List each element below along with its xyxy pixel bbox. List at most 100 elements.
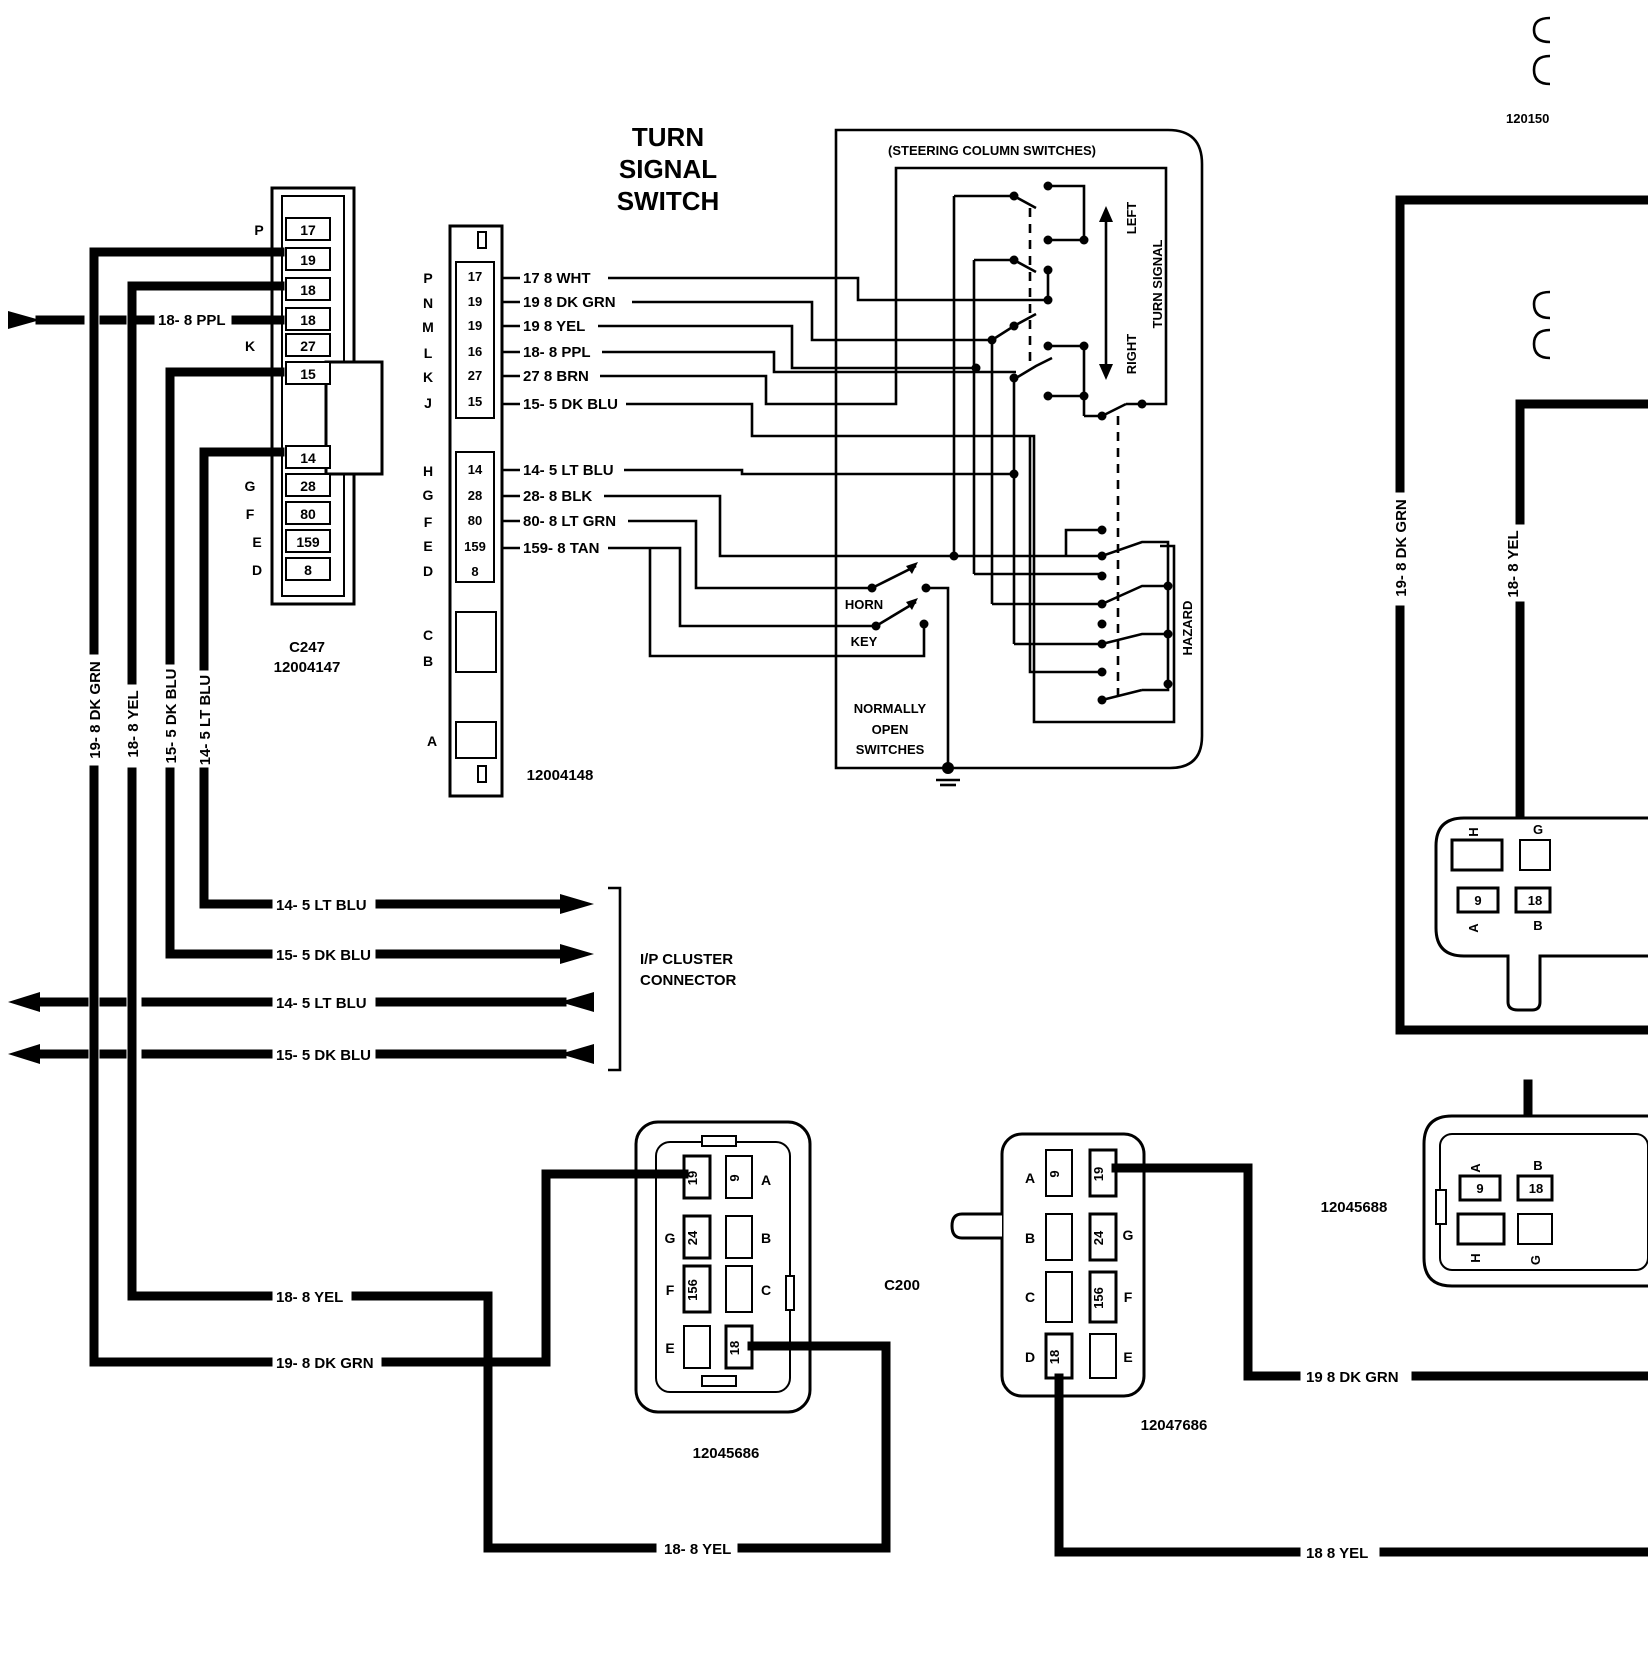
cluster-arrowhead <box>560 944 594 964</box>
contact-dot <box>1163 679 1173 689</box>
turn-direction-arrowhead <box>1099 206 1113 222</box>
switch-conn-letter: D <box>423 563 433 579</box>
c200-right-pin: 9 <box>1047 1170 1062 1177</box>
yel-bottom-label: 18- 8 YEL <box>664 1541 731 1558</box>
connector-c200-left: 19 9 24 156 18 A G B F C E 12045686 <box>634 1120 812 1462</box>
contact-dot <box>1079 391 1089 401</box>
diagram-title: TURN SIGNAL SWITCH <box>617 122 720 216</box>
c247-pin-label: 19 <box>300 252 316 268</box>
c200-left-letter: A <box>761 1172 771 1188</box>
right-edge-partial: 120150 19- 8 DK GRN 18- 8 YEL 9 18 H G A… <box>1321 16 1648 1288</box>
cluster-wire-label: 15- 5 DK BLU <box>276 1047 371 1064</box>
partial-connector-mark <box>1532 328 1551 360</box>
hazard-rail <box>1014 632 1168 646</box>
right-yel-label: 18- 8 YEL <box>1505 530 1522 597</box>
partial-connector-mark <box>1532 54 1551 86</box>
right-part-top: 120150 <box>1506 111 1549 126</box>
c200-right-letter: A <box>1025 1170 1035 1186</box>
c200-right-letter: D <box>1025 1349 1035 1365</box>
contact-dot <box>1079 235 1089 245</box>
c200-left-cavity <box>682 1214 712 1260</box>
c200-right-letter: E <box>1123 1349 1132 1365</box>
c200-left-key <box>701 1375 737 1387</box>
c247-pin-label: 18 <box>300 282 316 298</box>
c247-pin-label: 159 <box>296 534 320 550</box>
turn-contact-rail <box>1048 184 1086 242</box>
yel-wire <box>127 281 285 685</box>
switch-conn-letter: C <box>423 627 433 643</box>
wire-ltgrn <box>628 519 872 590</box>
dkgrn-left-label: 19- 8 DK GRN <box>276 1355 374 1372</box>
wire-label: 159- 8 TAN <box>523 540 599 557</box>
right-upper-letter: A <box>1466 923 1481 933</box>
right-lower-pin: 18 <box>1529 1181 1543 1196</box>
connector-c247: 17 19 18 18 27 15 14 28 80 159 8 P K G F… <box>245 186 384 676</box>
c200-left-letter: C <box>761 1282 771 1298</box>
switch-conn-lower-block <box>455 451 495 583</box>
c200-left-pin: 9 <box>727 1174 742 1181</box>
right-lower-cavity <box>1456 1212 1506 1246</box>
c247-cavity-9 <box>285 501 331 525</box>
turn-contact-arm <box>974 258 1037 274</box>
right-lower-letter: G <box>1528 1255 1543 1265</box>
switch-conn-letter: F <box>424 514 433 530</box>
wire-yel <box>598 324 976 370</box>
key-switch-arrow <box>906 598 918 610</box>
column-switch-box <box>834 128 1204 770</box>
hazard-label: HAZARD <box>1180 601 1195 656</box>
contact-dot <box>1097 411 1107 421</box>
wire-label: 27 8 BRN <box>523 368 589 385</box>
switch-conn-pin: 17 <box>468 269 482 284</box>
dkgrn-right-wire <box>1111 1163 1301 1381</box>
connector-c200-right: 9 19 24 156 18 A B G C F D E 12047686 <box>950 1132 1207 1434</box>
c200-right-body <box>1000 1132 1146 1398</box>
wire-ltblu <box>624 468 1014 476</box>
switch-conn-c-b-block <box>455 611 497 673</box>
normally-open-label: OPEN <box>872 722 909 737</box>
left-label: LEFT <box>1124 202 1139 235</box>
switch-conn-pin: 15 <box>468 394 482 409</box>
c247-latch <box>324 360 384 476</box>
c247-cavity-10 <box>285 529 331 553</box>
switch-conn-pin: 19 <box>468 318 482 333</box>
c200-label: C200 <box>884 1277 920 1294</box>
contact-dot <box>1137 399 1147 409</box>
contact-dot <box>987 335 997 345</box>
key-label: KEY <box>851 634 878 649</box>
turn-contact-arm <box>1015 356 1053 380</box>
switch-conn-letter: M <box>422 319 434 335</box>
cluster-label: I/P CLUSTER <box>640 951 733 968</box>
contact-dot <box>1163 629 1173 639</box>
c200-left-cavity <box>725 1215 753 1259</box>
cluster-arrowhead <box>560 1044 594 1064</box>
c247-pin-label: 28 <box>300 478 316 494</box>
yel-right-wire <box>1054 1373 1301 1557</box>
contact-dot <box>1097 551 1107 561</box>
contact-dot <box>919 619 929 629</box>
switch-conn-pin: 8 <box>471 564 478 579</box>
switch-conn-part-number: 12004148 <box>527 767 594 784</box>
wire-label: 14- 5 LT BLU <box>523 462 614 479</box>
contact-dot <box>1009 191 1019 201</box>
column-switch-header: (STEERING COLUMN SWITCHES) <box>888 143 1096 158</box>
horn-switch-arrow <box>906 562 918 574</box>
hazard-rail <box>1064 528 1102 556</box>
c247-cavity-7 <box>285 445 331 469</box>
left-harness: 18- 8 PPL 19- 8 DK GRN 18- 8 YEL 15- 5 D… <box>8 247 285 1367</box>
right-upper-letter: G <box>1533 822 1543 837</box>
c247-cavity-8 <box>285 473 331 497</box>
normally-open-label: NORMALLY <box>854 701 927 716</box>
normally-open-label: SWITCHES <box>856 742 925 757</box>
cluster-bracket <box>608 886 622 1072</box>
contact-dot <box>971 363 981 373</box>
c200-left-cavity <box>725 1155 753 1199</box>
switch-conn-pin: 159 <box>464 539 486 554</box>
title-line-1: TURN <box>632 122 704 152</box>
right-upper-cavity <box>1519 839 1551 871</box>
contact-dot <box>871 621 881 631</box>
c200-left-part-number: 12045686 <box>693 1445 760 1462</box>
switch-conn-letter: K <box>423 369 433 385</box>
c200-left-letter: G <box>665 1230 676 1246</box>
c247-letter: K <box>245 338 255 354</box>
